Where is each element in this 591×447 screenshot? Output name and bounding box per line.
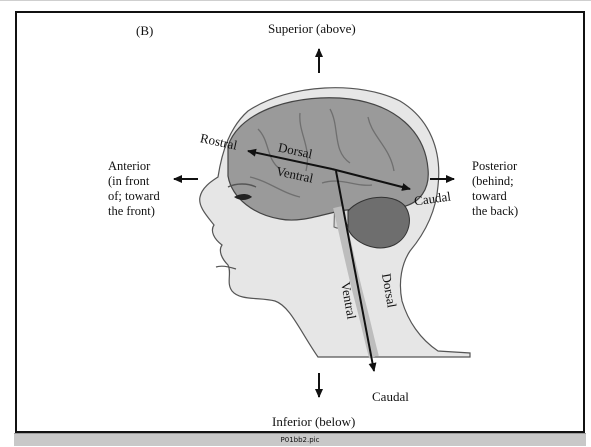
spinal-caudal-label: Caudal: [372, 389, 409, 404]
posterior-line-1: Posterior: [472, 159, 518, 174]
inferior-label: Inferior (below): [272, 414, 355, 429]
posterior-line-4: the back): [472, 204, 518, 219]
anterior-line-3: of; toward: [108, 189, 160, 204]
posterior-label: Posterior (behind; toward the back): [472, 159, 518, 219]
anterior-label: Anterior (in front of; toward the front): [108, 159, 160, 219]
posterior-line-3: toward: [472, 189, 518, 204]
anterior-line-1: Anterior: [108, 159, 160, 174]
footer-filename: P01bb2.pic: [14, 434, 586, 446]
posterior-line-2: (behind;: [472, 174, 518, 189]
superior-label: Superior (above): [268, 21, 356, 36]
anterior-line-2: (in front: [108, 174, 160, 189]
panel-label: (B): [136, 23, 153, 38]
cerebellum: [348, 197, 409, 248]
anterior-line-4: the front): [108, 204, 160, 219]
footer-bar: P01bb2.pic: [14, 433, 586, 446]
